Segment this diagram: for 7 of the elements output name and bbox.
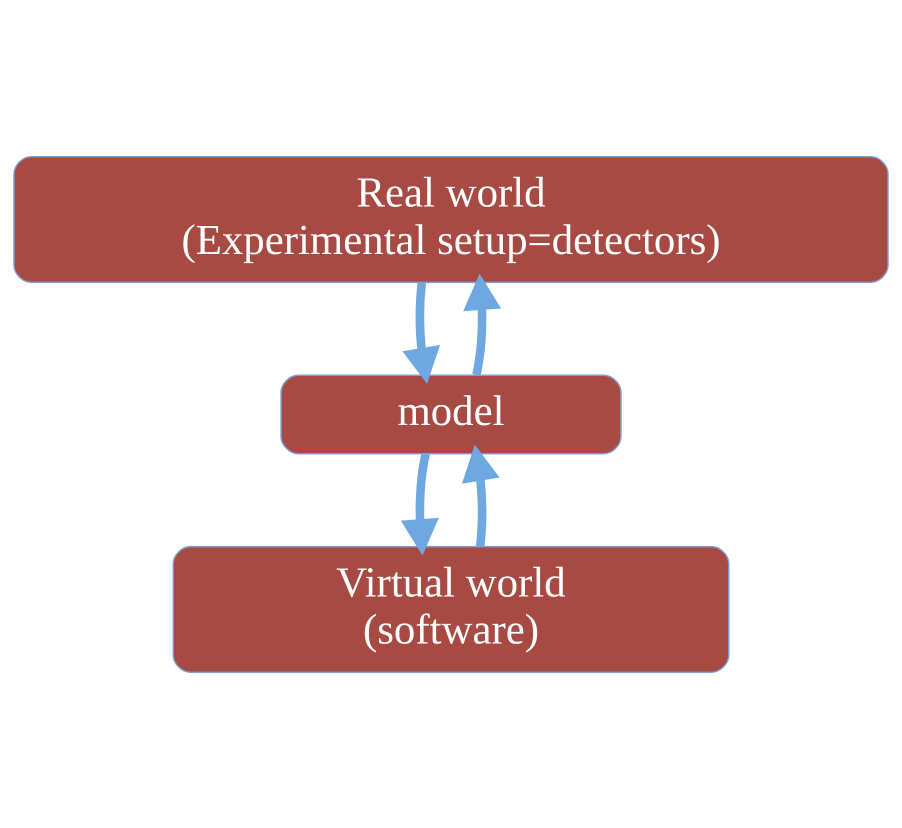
node-box: Virtual world (software) [172,545,730,672]
node-box: model [280,374,622,454]
arrow [402,282,440,384]
arrow [400,452,439,556]
node-box: Real world (Experimental setup=detectors) [13,156,889,283]
arrow [462,444,500,546]
arrow [463,273,502,376]
